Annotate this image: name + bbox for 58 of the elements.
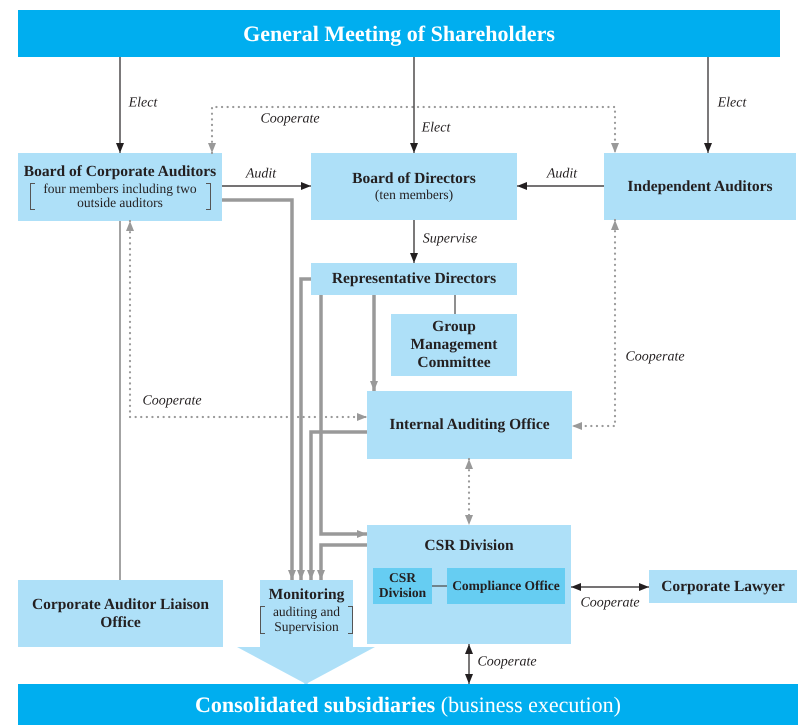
node-title: Consolidated subsidiaries (business execution) xyxy=(195,692,621,718)
node-title: Internal Auditing Office xyxy=(389,416,550,434)
node-title: Independent Auditors xyxy=(627,178,773,196)
node-note: four members including two outside auditors xyxy=(30,182,210,212)
node-title: Monitoring xyxy=(268,586,344,604)
auditor-box xyxy=(604,153,796,220)
edge-label: Cooperate xyxy=(578,595,642,611)
node-note: auditing and Supervision xyxy=(260,604,353,634)
edge-label: Cooperate xyxy=(258,111,322,127)
arrow xyxy=(410,220,418,263)
arrow xyxy=(571,583,649,591)
node-title: Compliance Office xyxy=(452,578,560,594)
board-box xyxy=(311,153,517,220)
edge-label: Cooperate xyxy=(140,393,204,409)
office-box xyxy=(447,568,565,604)
node-note: (ten members) xyxy=(374,188,454,203)
broad-arrow xyxy=(237,647,375,684)
directors-box xyxy=(311,263,517,295)
connector-line xyxy=(119,221,121,580)
connector-line xyxy=(432,585,447,587)
node-title: General Meeting of Shareholders xyxy=(243,20,555,46)
auditor-board-box xyxy=(18,153,222,221)
arrow xyxy=(126,220,368,421)
footer-bar xyxy=(18,684,798,725)
edge-label: Supervise xyxy=(420,231,480,247)
header-bar xyxy=(18,10,780,57)
committee-box xyxy=(391,314,517,376)
arrow xyxy=(570,218,619,430)
arrow xyxy=(307,430,367,580)
office-box xyxy=(18,580,223,647)
arrow xyxy=(116,57,124,153)
connector-line xyxy=(454,295,456,314)
arrow xyxy=(465,458,473,526)
arrow xyxy=(465,644,473,684)
arrow xyxy=(704,57,712,153)
node-title: Corporate Auditor Liaison Office xyxy=(30,596,210,632)
node-title: Corporate Lawyer xyxy=(661,578,785,596)
monitoring-box xyxy=(260,580,353,647)
arrow xyxy=(222,182,311,190)
arrow xyxy=(222,198,296,580)
node-title: CSR Division xyxy=(378,571,428,601)
arrow xyxy=(319,295,367,538)
arrow xyxy=(370,295,378,391)
arrow xyxy=(410,57,418,153)
lawyer-box xyxy=(649,570,797,603)
office-box xyxy=(367,391,572,459)
arrow xyxy=(208,106,619,154)
arrow xyxy=(317,543,367,580)
division-box xyxy=(367,525,571,644)
node-title: Board of Directors xyxy=(352,170,476,188)
arrow xyxy=(517,182,604,190)
node-title: CSR Division xyxy=(424,537,514,555)
node-title: Board of Corporate Auditors xyxy=(24,162,216,181)
edge-label: Cooperate xyxy=(475,654,539,670)
node-title: Representative Directors xyxy=(332,270,496,288)
edge-label: Cooperate xyxy=(623,349,687,365)
node-title: Group Management Committee xyxy=(410,318,498,372)
arrow xyxy=(297,277,311,580)
